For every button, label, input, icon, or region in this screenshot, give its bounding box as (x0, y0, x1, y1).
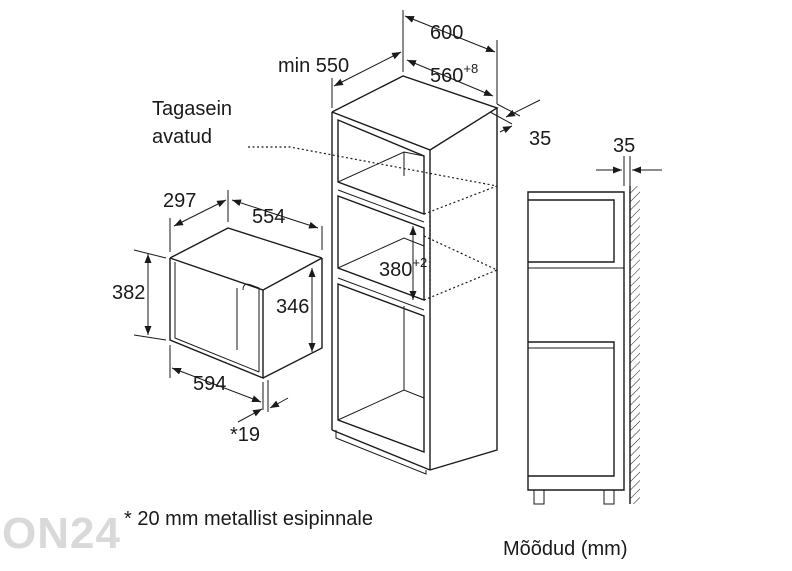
cabinet-inner-width-tolerance: +8 (463, 61, 478, 76)
microwave-depth-label: 297 (163, 190, 196, 212)
watermark-logo: ON24 (2, 509, 121, 558)
side-view-drawing (527, 156, 662, 505)
microwave-front-offset-label: *19 (230, 424, 260, 446)
cabinet-drawing (248, 10, 541, 475)
back-wall-label-line1: Tagasein (152, 98, 232, 120)
microwave-inner-height-label: 346 (276, 296, 309, 318)
cabinet-niche-height-value: 380 (379, 259, 412, 281)
footnote-text: * 20 mm metallist esipinnale (124, 508, 373, 530)
cabinet-niche-height-tolerance: +2 (412, 255, 427, 270)
cabinet-inner-width-label: 560+8 (430, 61, 478, 87)
microwave-drawing (133, 190, 323, 423)
side-wall-gap-label: 35 (613, 135, 635, 157)
microwave-width-label: 554 (252, 206, 285, 228)
cabinet-niche-height-label: 380+2 (379, 255, 427, 281)
units-note: Mõõdud (mm) (503, 538, 627, 560)
microwave-height-label: 382 (112, 282, 145, 304)
cabinet-outer-width-label: 600 (430, 22, 463, 44)
cabinet-back-gap-label: 35 (529, 128, 551, 150)
back-wall-label-line2: avatud (152, 126, 212, 148)
cabinet-depth-label: min 550 (278, 55, 349, 77)
microwave-front-width-label: 594 (193, 373, 226, 395)
cabinet-inner-width-value: 560 (430, 65, 463, 87)
